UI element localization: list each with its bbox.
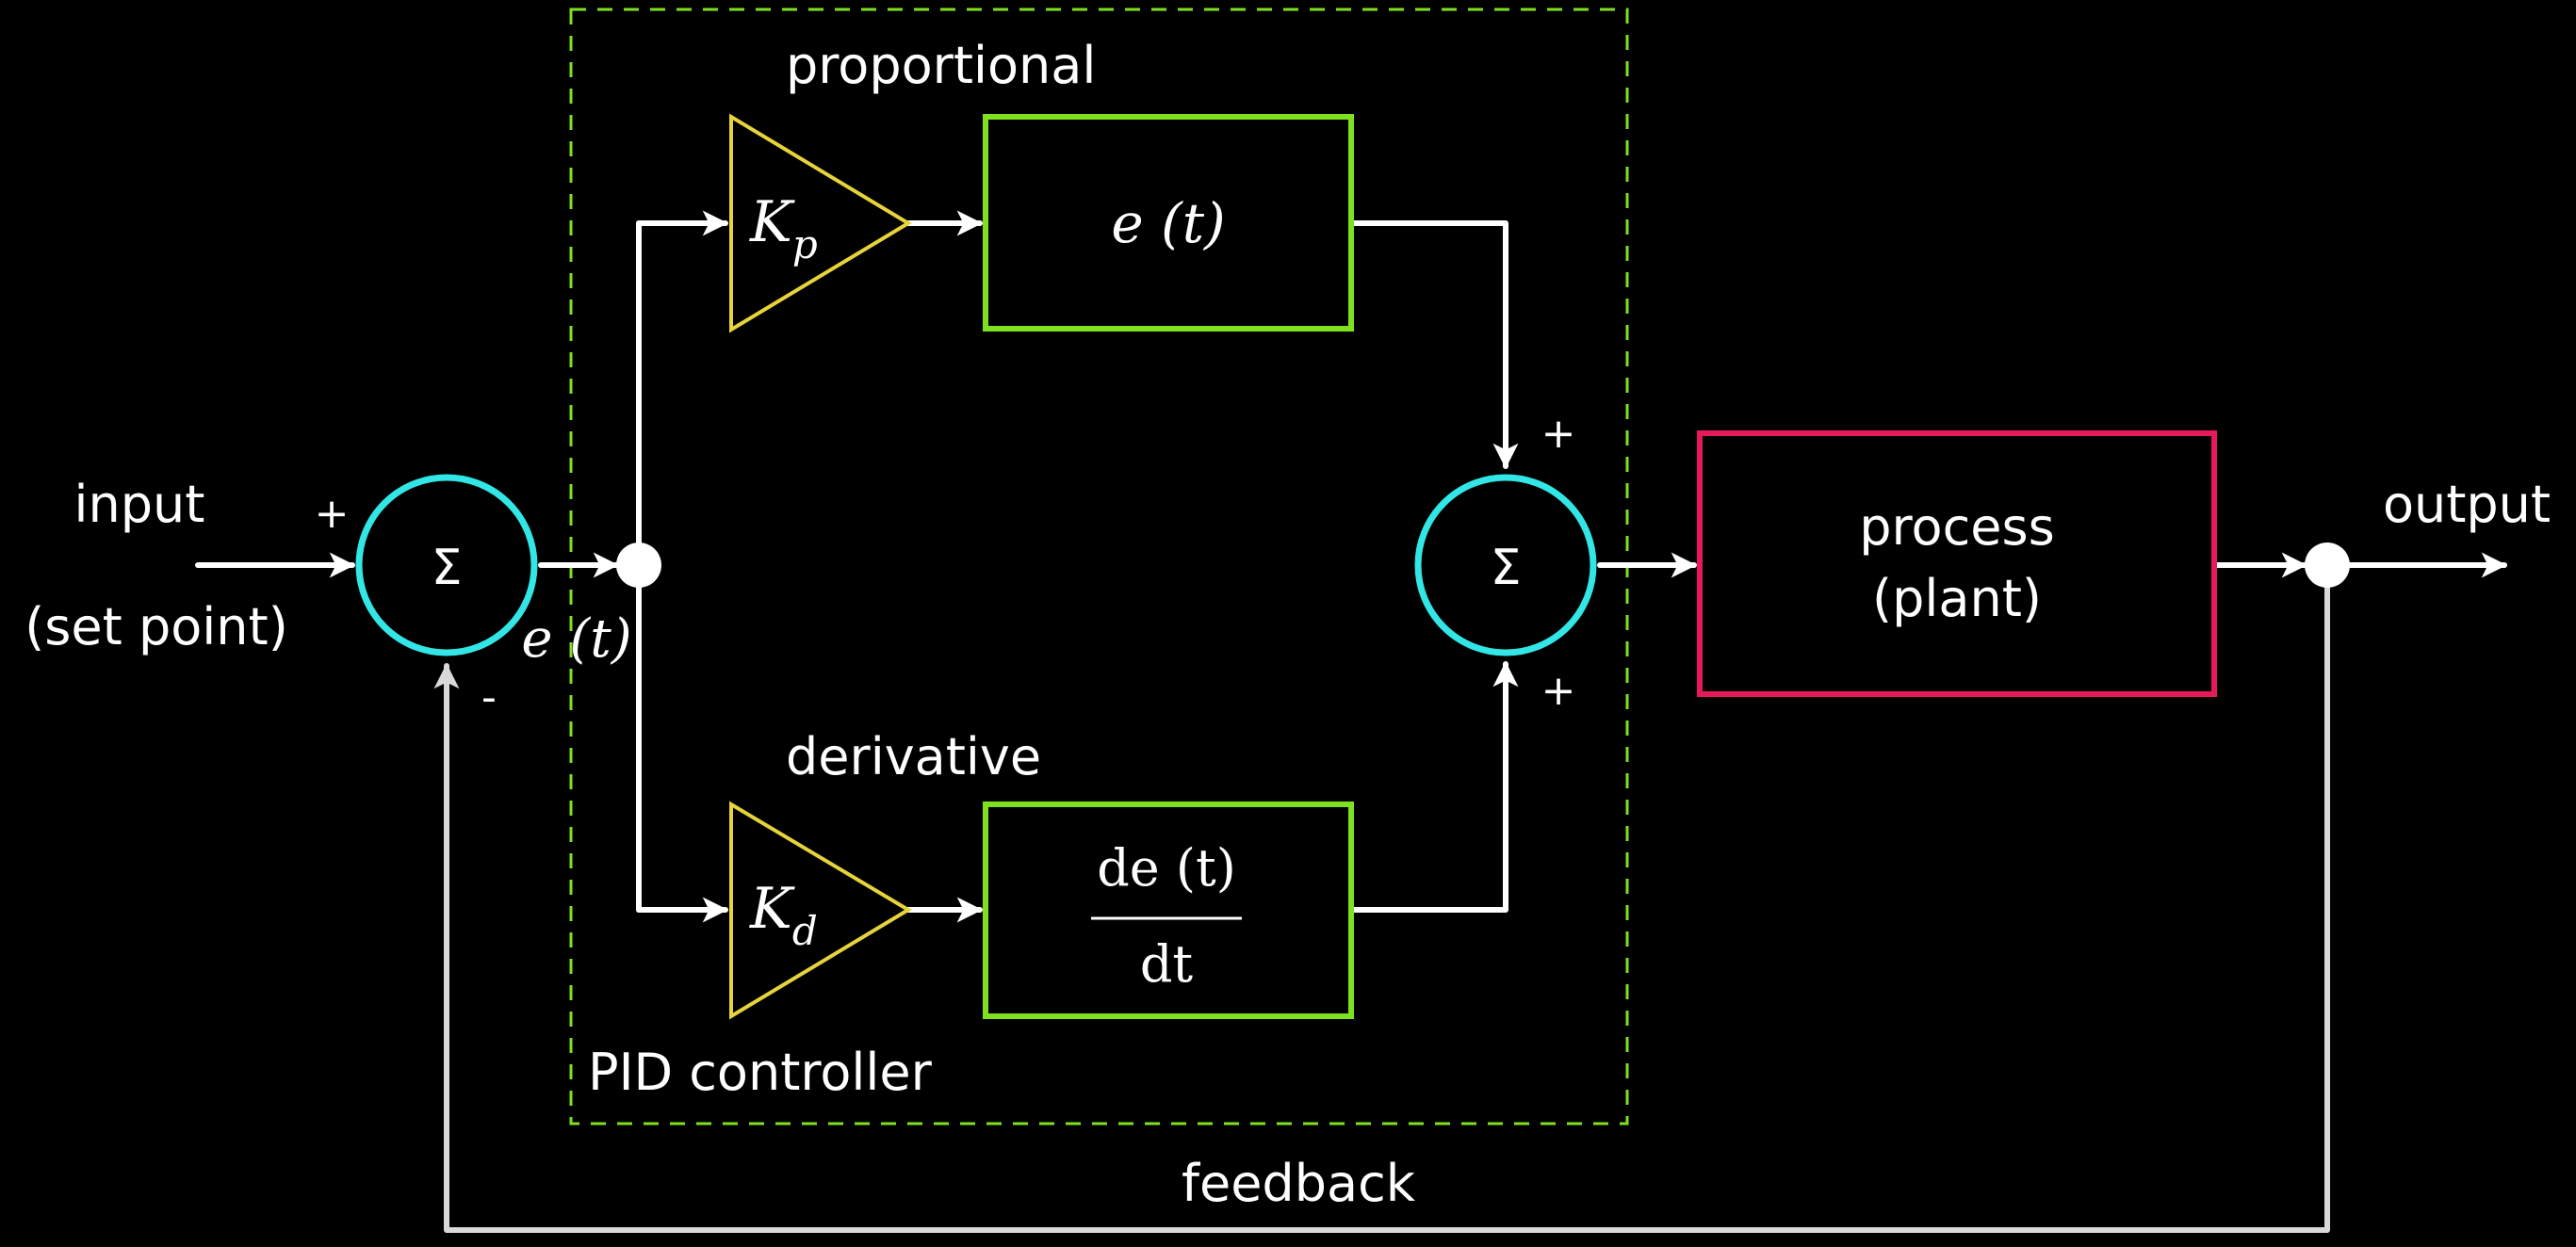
controller-sum-junction: Σ + + [1414, 410, 1597, 715]
set-point-label: (set point) [24, 597, 288, 656]
derivative-label: derivative [786, 727, 1041, 786]
input-label: input [74, 475, 205, 534]
process-block-sublabel: (plant) [1872, 569, 2042, 628]
error-sum-plus-sign: + [315, 490, 350, 538]
branch-node [616, 543, 661, 588]
controller-sum-top-sign: + [1541, 410, 1576, 458]
derivative-gain-letter: K [749, 876, 795, 942]
controller-sum-bottom-sign: + [1541, 667, 1576, 715]
derivative-gain-symbol: Kd [749, 876, 818, 954]
signal-wires [195, 210, 2507, 923]
proportional-gain-subscript: p [792, 221, 818, 267]
error-sum-minus-sign: - [481, 673, 497, 721]
proportional-block-rect [983, 114, 1354, 332]
output-label: output [2383, 475, 2551, 534]
error-sum-symbol: Σ [432, 540, 463, 596]
feedback-label: feedback [1182, 1154, 1416, 1213]
derivative-block-rect [983, 802, 1354, 1019]
process-block-rect [1697, 430, 2217, 697]
process-block-label: process [1859, 497, 2055, 557]
proportional-block-expression: e (t) [1111, 191, 1225, 255]
proportional-gain-letter: K [749, 189, 795, 255]
feedback-wire [433, 562, 2330, 1233]
error-sum-junction: Σ + - [315, 474, 538, 721]
proportional-block: e (t) [983, 114, 1354, 332]
proportional-gain-symbol: Kp [749, 189, 818, 267]
error-signal-label: e (t) [521, 608, 631, 670]
proportional-gain-triangle [729, 113, 912, 333]
derivative-to-sum-wire [1348, 661, 1519, 913]
derivative-gain-subscript: d [792, 908, 818, 954]
output-node [2305, 543, 2350, 588]
pid-controller-label: PID controller [588, 1043, 933, 1102]
proportional-gain: Kp [729, 113, 912, 333]
process-block: process (plant) [1697, 430, 2217, 697]
derivative-gain-triangle [729, 801, 912, 1020]
derivative-block-denominator: dt [1140, 934, 1194, 994]
proportional-label: proportional [786, 36, 1096, 95]
derivative-block-numerator: de (t) [1097, 838, 1236, 898]
derivative-gain: Kd [729, 801, 912, 1020]
error-sum-circle [355, 474, 538, 656]
derivative-block: de (t) dt [983, 802, 1354, 1019]
proportional-to-sum-wire [1348, 220, 1519, 469]
controller-sum-circle [1414, 474, 1597, 656]
controller-sum-symbol: Σ [1491, 540, 1522, 596]
